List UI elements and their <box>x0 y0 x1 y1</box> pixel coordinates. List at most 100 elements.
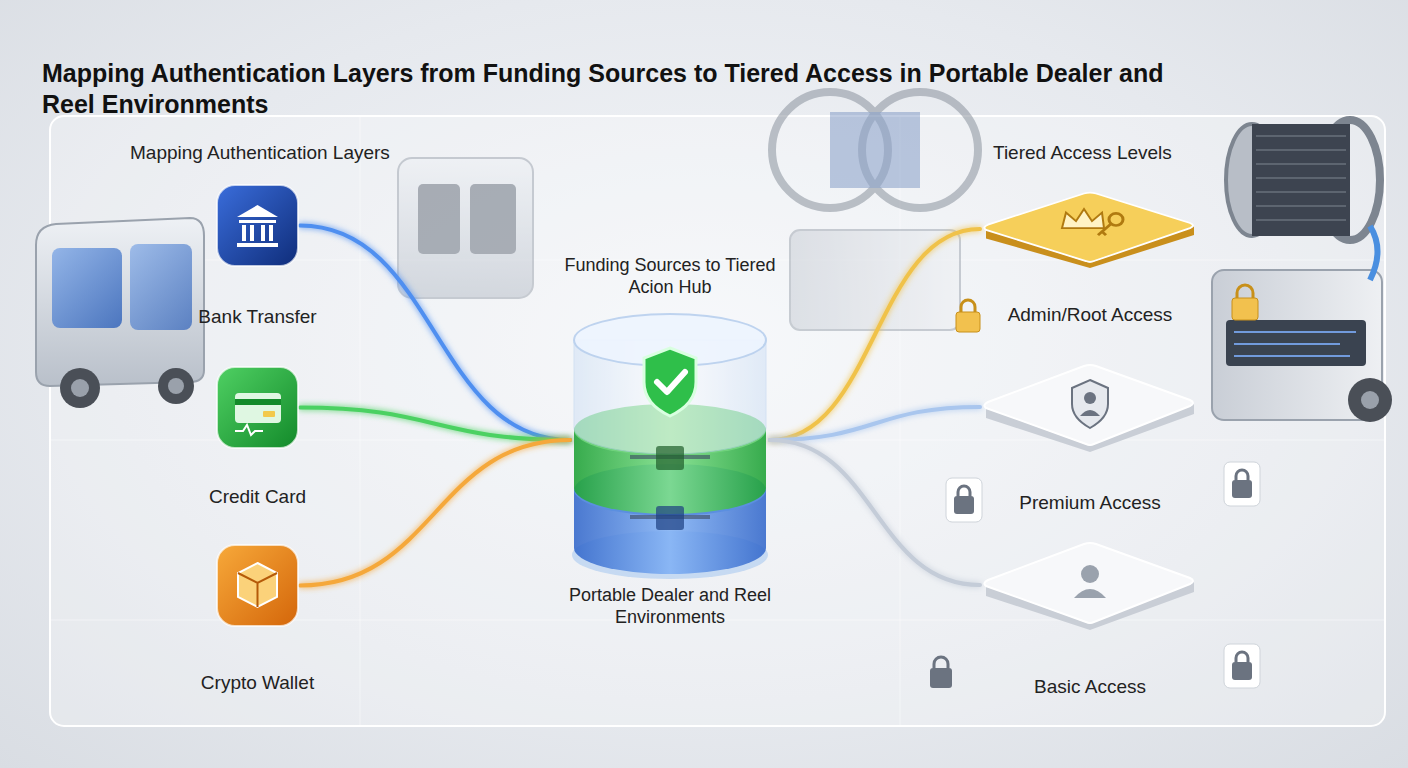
access-tier: Basic Access <box>980 540 1200 630</box>
graphic-part <box>237 243 278 247</box>
graphic-part <box>1370 226 1378 280</box>
graphic-part <box>238 563 277 607</box>
graphic-part <box>235 425 263 435</box>
graphic-part <box>934 657 948 668</box>
graphic-part <box>235 393 281 423</box>
graphic-part <box>60 368 100 408</box>
access-tile <box>980 362 1200 452</box>
graphic-part <box>656 446 684 470</box>
graphic-part <box>946 478 982 522</box>
access-tile <box>980 540 1200 630</box>
graphic-part <box>1256 177 1346 179</box>
graphic-part <box>1237 285 1253 298</box>
graphic-part <box>71 379 89 397</box>
graphic-part <box>1232 662 1252 680</box>
graphic-part <box>237 205 278 247</box>
graphic-part <box>984 193 1193 262</box>
graphic-part <box>1232 480 1252 498</box>
reel-illustration <box>772 92 978 330</box>
kiosk-illustration <box>398 158 533 298</box>
graphic-part <box>1234 343 1340 345</box>
hub-heading: Funding Sources to Tiered Acion Hub <box>550 254 790 298</box>
graphic-part <box>1234 355 1350 357</box>
graphic-part <box>250 225 254 241</box>
graphic-part <box>1236 470 1248 480</box>
graphic-part <box>158 368 194 404</box>
graphic-part <box>1074 589 1106 598</box>
access-tile <box>980 190 1200 268</box>
graphic-part <box>1234 331 1356 333</box>
graphic-part <box>52 248 122 328</box>
node-label: Basic Access <box>1034 676 1146 698</box>
vehicle-illustration <box>36 218 204 408</box>
graphic-part <box>1081 565 1099 583</box>
graphic-part <box>1256 191 1346 193</box>
flow-connector <box>300 408 570 441</box>
graphic-part <box>656 506 684 530</box>
graphic-part <box>1226 320 1366 366</box>
diagram-title: Mapping Authentication Layers from Fundi… <box>42 58 1192 120</box>
graphic-part <box>1361 391 1379 409</box>
hub-cylinder <box>570 300 770 580</box>
graphic-part <box>1256 219 1346 221</box>
flow-connector <box>770 229 980 440</box>
graphic-part <box>956 312 980 332</box>
graphic-part <box>36 218 204 386</box>
graphic-part <box>984 543 1193 623</box>
graphic-part <box>235 399 281 405</box>
funding-source: Crypto Wallet <box>215 543 300 628</box>
lock-icons <box>930 285 1260 688</box>
graphic-part <box>1084 392 1096 404</box>
graphic-part <box>237 205 278 217</box>
graphic-part <box>239 220 276 223</box>
graphic-part <box>1252 124 1350 236</box>
graphic-part <box>1098 224 1111 235</box>
graphic-part <box>398 158 533 298</box>
flow-connector <box>770 440 980 585</box>
graphic-part <box>958 486 970 496</box>
node-label: Crypto Wallet <box>201 672 314 694</box>
grid <box>50 116 1385 726</box>
graphic-part <box>1232 285 1258 320</box>
graphic-part <box>1224 644 1260 688</box>
graphic-part <box>1062 209 1104 228</box>
graphic-part <box>1224 462 1260 506</box>
node-label: Premium Access <box>1019 492 1160 514</box>
graphic-part <box>263 411 275 417</box>
node-label: Admin/Root Access <box>1008 304 1173 326</box>
section-label: Mapping Authentication Layers <box>130 142 390 164</box>
funding-source: Bank Transfer <box>215 183 300 268</box>
graphic-part <box>790 230 960 330</box>
graphic-part <box>984 365 1193 445</box>
graphic-part <box>1256 135 1346 137</box>
graphic-part <box>956 300 980 332</box>
funding-source: Credit Card <box>215 365 300 450</box>
graphic-part <box>1234 332 1356 356</box>
graphic-part <box>946 478 982 522</box>
reel-machine-illustration <box>1212 120 1392 422</box>
graphic-part <box>217 545 298 626</box>
flow-connector <box>300 226 570 441</box>
icon-tile <box>215 183 300 268</box>
graphic-part <box>954 496 974 514</box>
graphic-part <box>217 185 298 266</box>
graphic-part <box>1256 163 1346 165</box>
access-tier: Premium Access <box>980 362 1200 452</box>
graphic-part <box>217 367 298 448</box>
hub-caption: Portable Dealer and Reel Environments <box>550 584 790 628</box>
graphic-part <box>418 184 460 254</box>
graphic-part <box>470 184 516 254</box>
graphic-part <box>1256 149 1346 151</box>
graphic-part <box>1224 644 1260 688</box>
graphic-part <box>1080 410 1100 416</box>
graphic-part <box>242 225 246 241</box>
panel-frame <box>50 116 1385 726</box>
icon-tile <box>215 365 300 450</box>
graphic-part <box>360 116 361 726</box>
graphic-part <box>1256 205 1346 207</box>
graphic-part <box>644 348 696 416</box>
graphic-part <box>961 300 975 312</box>
graphic-part <box>238 573 277 607</box>
graphic-part <box>1109 213 1123 225</box>
